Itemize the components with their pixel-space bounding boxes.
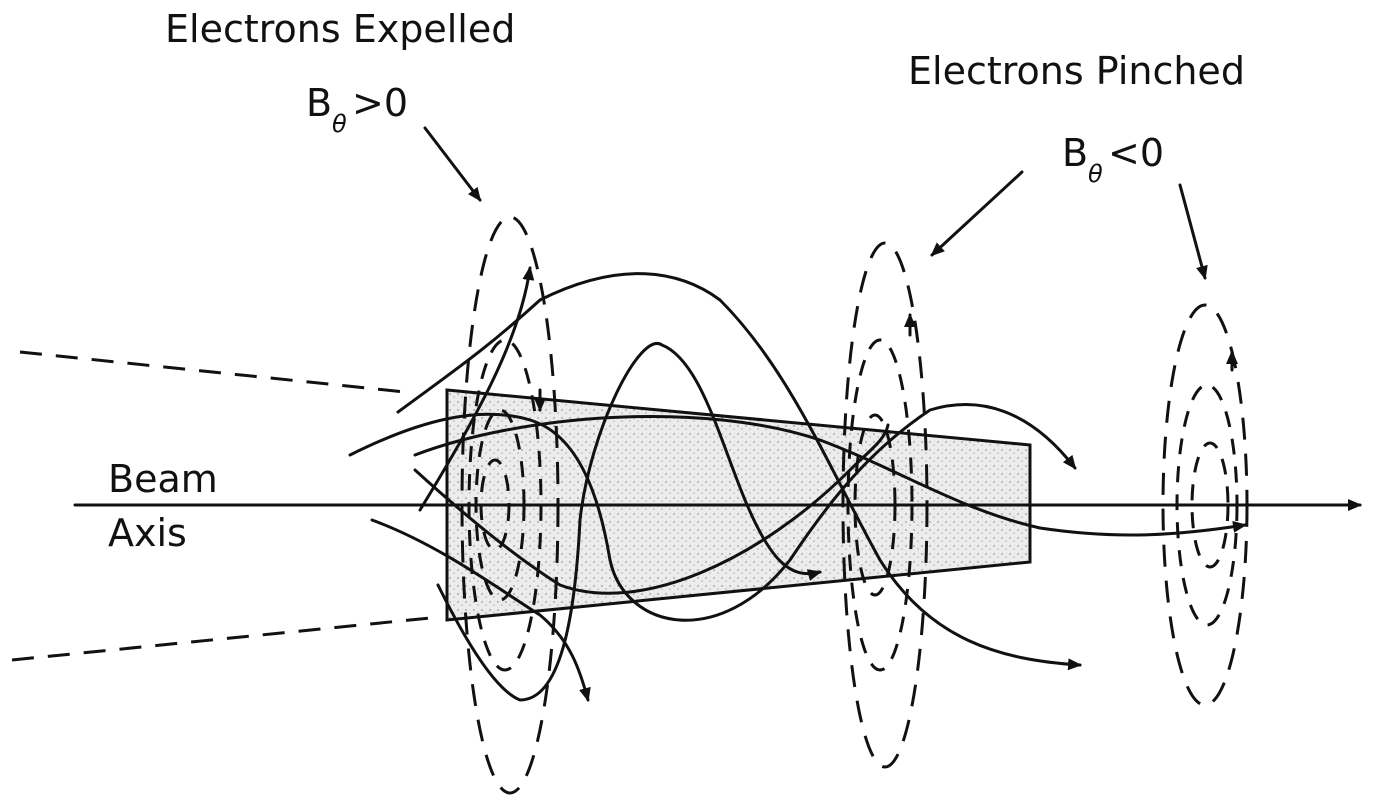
b-symbol: B <box>1062 131 1088 175</box>
theta-subscript: θ <box>332 110 347 138</box>
condition-negative: <0 <box>1108 131 1164 175</box>
b-symbol: B <box>306 81 332 125</box>
pointer-expelled <box>425 128 480 200</box>
pointer-pinched-right <box>1180 185 1205 278</box>
axis-label: Axis <box>108 511 187 555</box>
electrons-expelled-title: Electrons Expelled <box>165 7 515 51</box>
pointer-pinched-mid <box>932 172 1022 255</box>
theta-subscript: θ <box>1088 160 1103 188</box>
electrons-pinched-title: Electrons Pinched <box>908 49 1245 93</box>
envelope-upper-dashed <box>20 352 405 392</box>
condition-positive: >0 <box>352 81 408 125</box>
envelope-lower-dashed <box>12 618 430 660</box>
b-theta-positive-label: B θ >0 <box>306 81 408 138</box>
b-theta-negative-label: B θ <0 <box>1062 131 1164 188</box>
beam-label: Beam <box>108 457 218 501</box>
